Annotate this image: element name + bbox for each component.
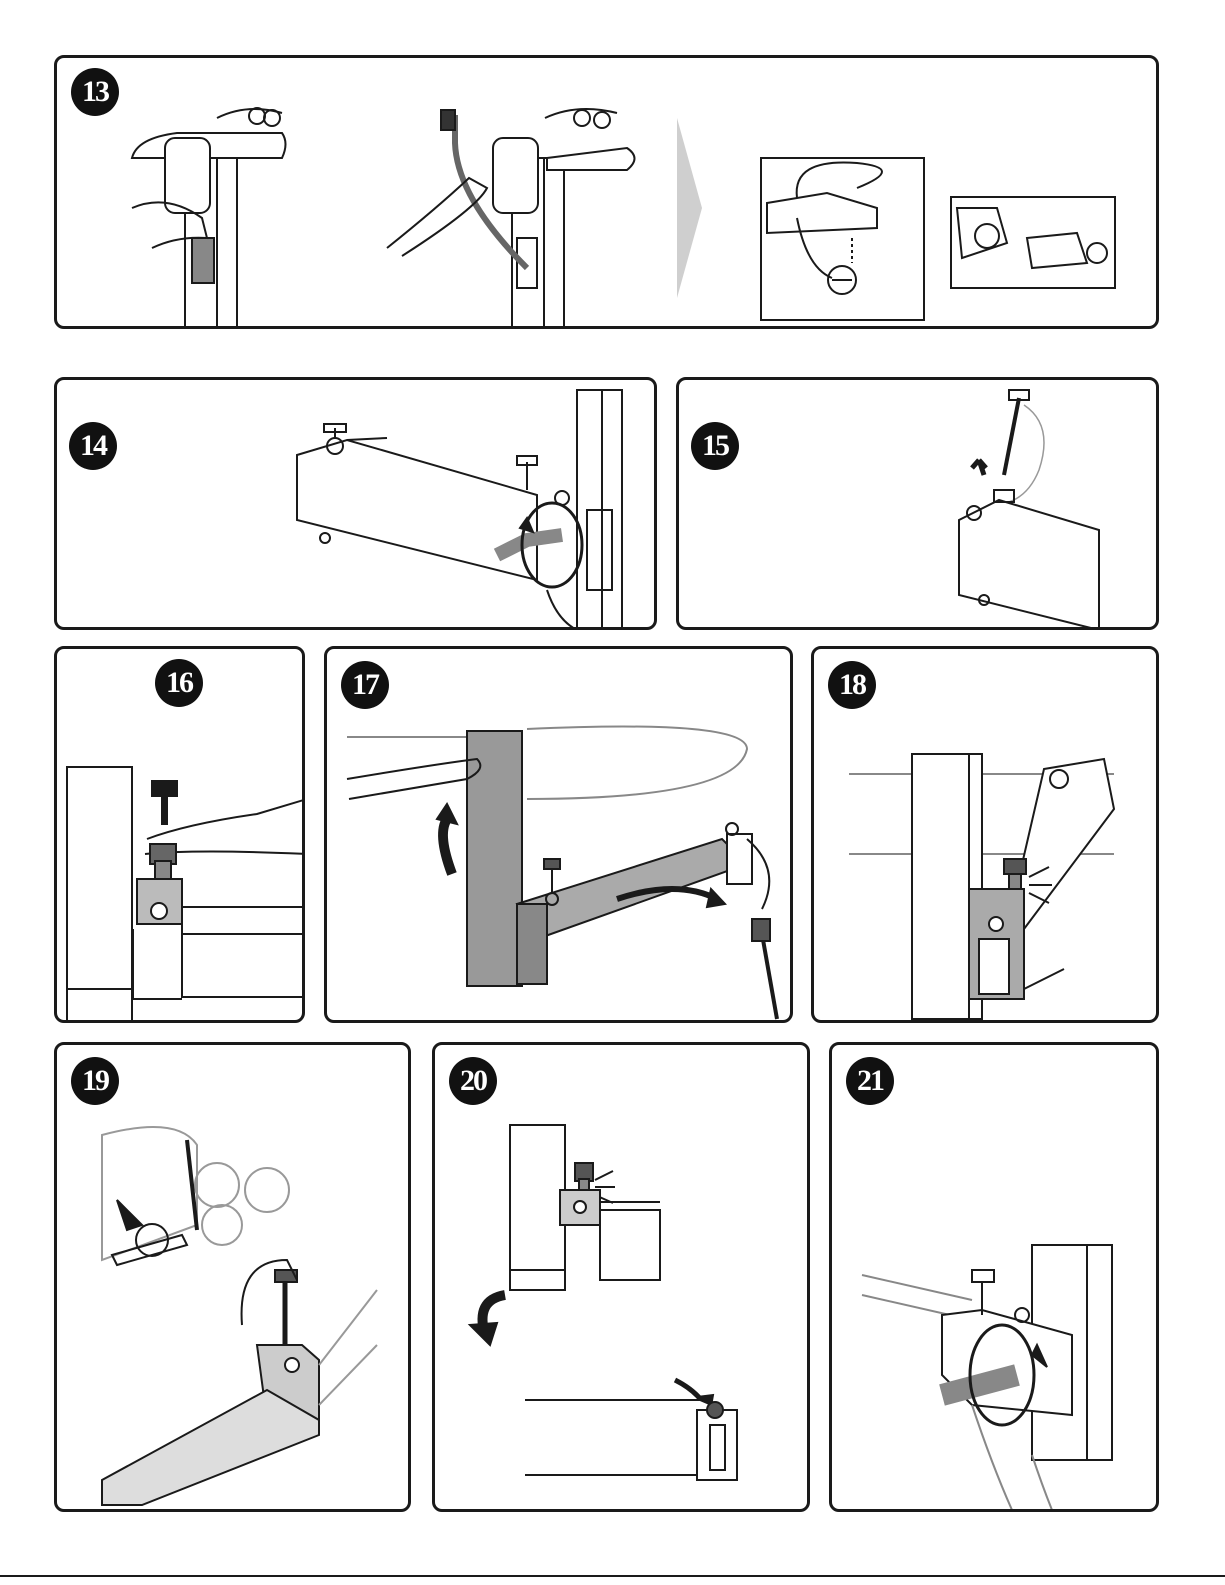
- step-19-badge: 19: [71, 1057, 119, 1105]
- step-21-panel: 21: [829, 1042, 1159, 1512]
- step-15-panel: 15: [676, 377, 1159, 630]
- step-14-illustration: [57, 380, 657, 630]
- step-18-badge: 18: [828, 661, 876, 709]
- step-17-illustration: [327, 649, 793, 1023]
- step-14-panel: 14: [54, 377, 657, 630]
- step-17-badge: 17: [341, 661, 389, 709]
- step-16-badge: 16: [155, 659, 203, 707]
- step-20-badge: 20: [449, 1057, 497, 1105]
- step-19-panel: 19: [54, 1042, 411, 1512]
- step-21-illustration: [832, 1045, 1159, 1512]
- step-15-badge: 15: [691, 422, 739, 470]
- step-13-badge: 13: [71, 68, 119, 116]
- step-15-illustration: [679, 380, 1159, 630]
- step-14-badge: 14: [69, 422, 117, 470]
- page-bottom-rule: [0, 1575, 1225, 1577]
- step-20-panel: 20: [432, 1042, 810, 1512]
- step-13-illustration: [57, 58, 1159, 329]
- step-18-panel: 18: [811, 646, 1159, 1023]
- step-21-badge: 21: [846, 1057, 894, 1105]
- step-13-panel: 13: [54, 55, 1159, 329]
- step-20-illustration: [435, 1045, 810, 1512]
- step-17-panel: 17: [324, 646, 793, 1023]
- step-16-panel: 16: [54, 646, 305, 1023]
- step-19-illustration: [57, 1045, 411, 1512]
- step-18-illustration: [814, 649, 1159, 1023]
